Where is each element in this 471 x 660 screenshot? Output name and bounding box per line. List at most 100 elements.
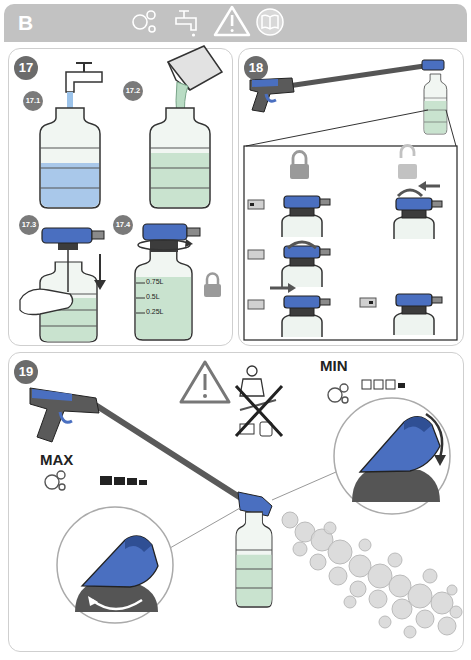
insert-nozzle [41,298,96,341]
locking-inset [424,185,440,188]
insert-nozzle [40,262,97,342]
substep-callout: 17.4 [113,215,133,235]
foam-spray [404,626,416,638]
min-zoom [272,380,450,514]
foam-spray [369,590,387,608]
locking-inset [250,203,254,206]
locking-inset [244,146,457,340]
lance-with-foam-bottle [424,98,447,122]
closed-bottle [135,224,221,340]
section-band: B [4,4,467,42]
foam-spray [311,529,333,551]
min-zoom [362,380,371,389]
max-zoom [100,476,112,485]
closed-bottle [187,228,200,236]
foam-spray [408,584,432,608]
locking-inset [282,296,330,337]
locking-inset [248,200,264,209]
insert-nozzle [92,231,104,239]
min-zoom [272,472,336,500]
lance-with-foam-bottle [246,110,456,146]
min-zoom [360,417,440,472]
foam-spray [349,555,371,577]
foam-spray [295,522,315,542]
tap-filling-bottle [40,108,100,208]
header-icons [147,11,155,19]
foam-spray [438,617,456,635]
lance-spraying [236,550,272,588]
jug-pouring [150,148,210,188]
foam-spray [447,585,457,595]
locking-inset [394,294,442,335]
header-icons [149,26,155,32]
lance-spraying [238,492,272,516]
jug-pouring [150,46,222,208]
min-label: MIN [320,357,348,374]
locking-inset [248,300,264,309]
callout-number: 19 [14,360,38,384]
locking-inset [398,164,417,179]
tap-filling-bottle [66,72,102,92]
lance-spraying [30,388,99,442]
max-zoom [88,596,98,606]
max-zoom [92,600,142,609]
step-panel: 18 [238,48,464,346]
warning-icons [204,374,207,390]
jug-pouring [168,46,222,90]
callout-number: 17 [14,56,38,80]
tap-filling-bottle [76,63,92,72]
lance-spraying [30,388,272,607]
foam-spray [350,581,366,597]
callout-number: 17.4 [113,215,133,235]
insert-nozzle [20,228,106,342]
foam-spray [328,540,352,564]
insert-nozzle [58,242,78,250]
min-zoom [340,384,348,392]
callout-number: 17.3 [19,215,39,235]
insert-nozzle [67,246,69,292]
header-icons [215,7,249,35]
lance-spraying [236,512,272,607]
max-zoom [57,471,65,479]
closed-bottle [150,238,178,252]
min-zoom [328,388,342,402]
tap-filling-bottle [67,92,73,118]
closed-bottle [204,284,221,297]
foam-spray [392,599,412,619]
lance-spraying [236,512,272,607]
locking-inset [369,301,373,304]
insert-nozzle [99,254,101,282]
lance-spraying [97,406,244,500]
header-icons [179,11,189,18]
locking-inset [282,246,330,287]
header-icons [133,15,147,29]
insert-nozzle [40,262,97,342]
max-zoom [170,508,240,548]
locking-inset [288,242,316,248]
locking-inset [244,146,457,340]
warning-icons [260,422,272,436]
closed-bottle [135,250,192,340]
max-zoom [114,477,125,485]
min-zoom [352,466,440,502]
locking-inset [288,283,296,293]
closed-bottle [143,224,187,240]
lance-with-foam-bottle [266,94,276,101]
foam-spray [423,569,437,583]
max-zoom [75,580,158,612]
closed-bottle [138,240,190,250]
insert-nozzle [40,294,97,326]
max-zoom [59,484,65,490]
warning-icons [240,424,254,434]
volume-mark: 0.5L [146,293,160,300]
lance-with-foam-bottle [252,79,278,87]
foam-spray [379,616,391,628]
header-icons [257,9,283,35]
lance-with-foam-bottle [246,60,456,146]
warning-icons [181,362,229,402]
locking-inset [401,146,414,158]
lance-with-foam-bottle [422,60,444,70]
